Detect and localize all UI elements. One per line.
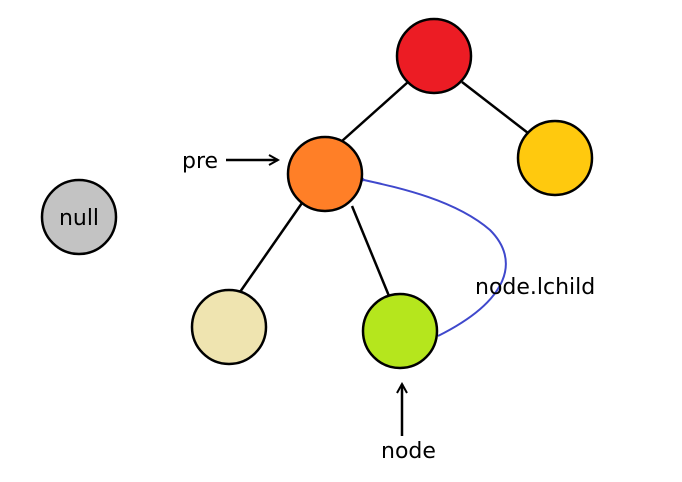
edge-root-right xyxy=(461,81,529,134)
lchild-label: node.lchild xyxy=(475,275,595,300)
root-node xyxy=(395,17,473,95)
current-node xyxy=(361,292,439,370)
null-label: null xyxy=(59,206,99,231)
pre-node xyxy=(286,135,364,213)
node-label: node xyxy=(381,439,436,464)
pre-label: pre xyxy=(182,149,218,174)
left-grandchild-node xyxy=(190,288,268,366)
lchild-thread-arrow xyxy=(352,171,507,337)
edge-root-pre xyxy=(341,81,409,142)
edge-pre-node xyxy=(350,205,391,297)
right-child-node xyxy=(516,119,594,197)
null-node xyxy=(40,178,118,256)
edge-pre-left xyxy=(238,202,304,293)
